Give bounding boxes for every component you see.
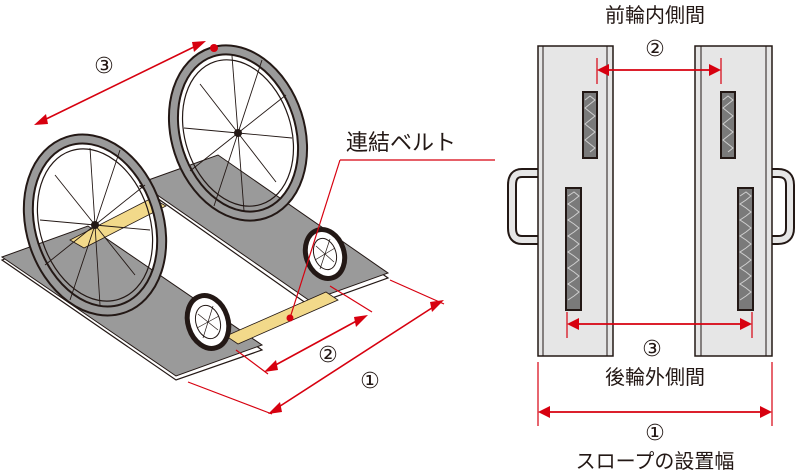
- front-wheel-left: [184, 293, 232, 351]
- belt-callout: [286, 159, 495, 322]
- top-view-diagram: 前輪内側間 ②: [507, 3, 795, 473]
- dimension-1-top: [537, 362, 773, 426]
- rear-wheel-right: [167, 44, 309, 222]
- dimension-1-iso: [187, 279, 445, 415]
- rear-outer-label: 後輪外側間: [605, 365, 705, 389]
- belt-label: 連結ベルト: [346, 131, 456, 156]
- dimension-2-iso: [235, 285, 373, 375]
- isometric-illustration: ③ ② ① 連結ベルト: [0, 41, 495, 415]
- belt-front: [225, 291, 339, 345]
- left-ramp-handle: [507, 168, 540, 245]
- marker-3-iso: ③: [94, 54, 114, 79]
- marker-2-top: ②: [645, 37, 665, 62]
- marker-3-top: ③: [642, 337, 662, 362]
- right-ramp: [138, 154, 390, 302]
- front-inner-label: 前輪内側間: [605, 3, 705, 27]
- dimension-2-top: [596, 58, 722, 84]
- marker-1-iso: ①: [360, 369, 380, 394]
- marker-1-top: ①: [645, 421, 665, 446]
- belt-rear: [69, 197, 167, 249]
- dimension-3-iso: [34, 41, 218, 125]
- dimension-3-top: [566, 312, 753, 338]
- marker-2-iso: ②: [318, 343, 338, 368]
- rear-wheel-left: [22, 133, 168, 317]
- installation-width-label: スロープの設置幅: [576, 449, 735, 473]
